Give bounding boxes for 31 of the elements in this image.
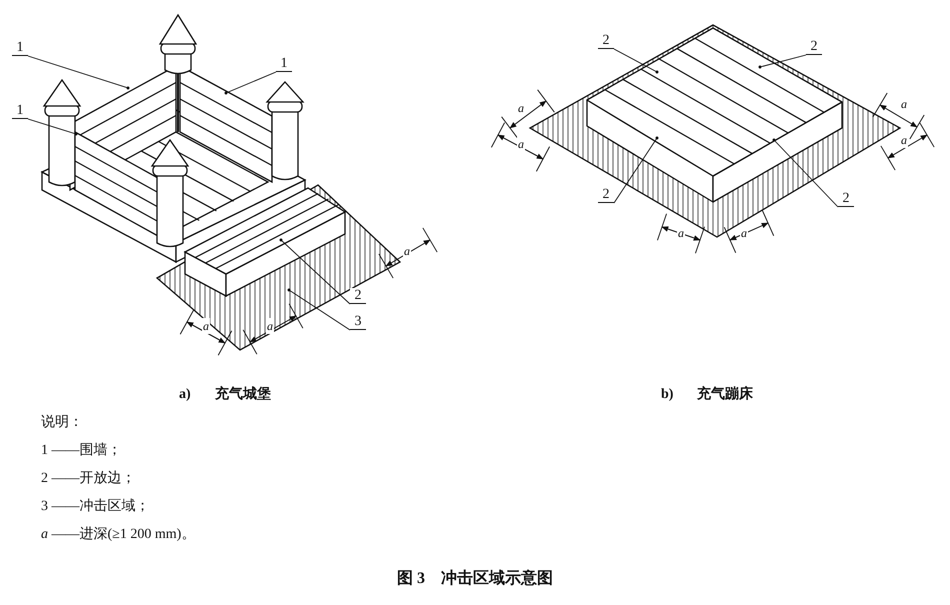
key-text: a ——进深(≥1 200 mm)。	[40, 527, 196, 543]
subfigure-caption: a)	[178, 387, 192, 403]
callout-number: 1	[276, 56, 292, 72]
callout-number: 3	[350, 314, 366, 330]
callout-number: 1	[12, 40, 28, 56]
callout-number: 2	[598, 187, 614, 203]
callout-number: 2	[598, 33, 614, 49]
dimension-label: a	[266, 318, 274, 334]
subfigure-caption: 充气蹦床	[696, 387, 754, 403]
callout-number: 2	[350, 288, 366, 304]
callout-number: 2	[806, 39, 822, 55]
leader-line	[288, 288, 350, 330]
subfigure-caption: 充气城堡	[214, 387, 272, 403]
leader-line	[224, 72, 276, 94]
leader-line	[772, 138, 838, 208]
key-text: 3 ——冲击区域；	[40, 499, 150, 515]
callout-number: 1	[12, 103, 28, 119]
leader-line	[614, 48, 658, 74]
leader-line	[614, 136, 658, 204]
key-text: 2 ——开放边；	[40, 471, 136, 487]
callout-number: 2	[838, 191, 854, 207]
dimension-label: a	[517, 136, 525, 152]
key-text: 1 ——围墙；	[40, 443, 122, 459]
key-text: 说明：	[40, 415, 84, 431]
figure-caption: 图 3 冲击区域示意图	[396, 568, 554, 589]
leader-line	[28, 118, 78, 136]
subfigure-caption: b)	[660, 387, 674, 403]
leader-line	[758, 54, 806, 68]
leader-line	[280, 238, 350, 304]
dimension-label: a	[202, 318, 210, 334]
leader-line	[28, 56, 130, 90]
